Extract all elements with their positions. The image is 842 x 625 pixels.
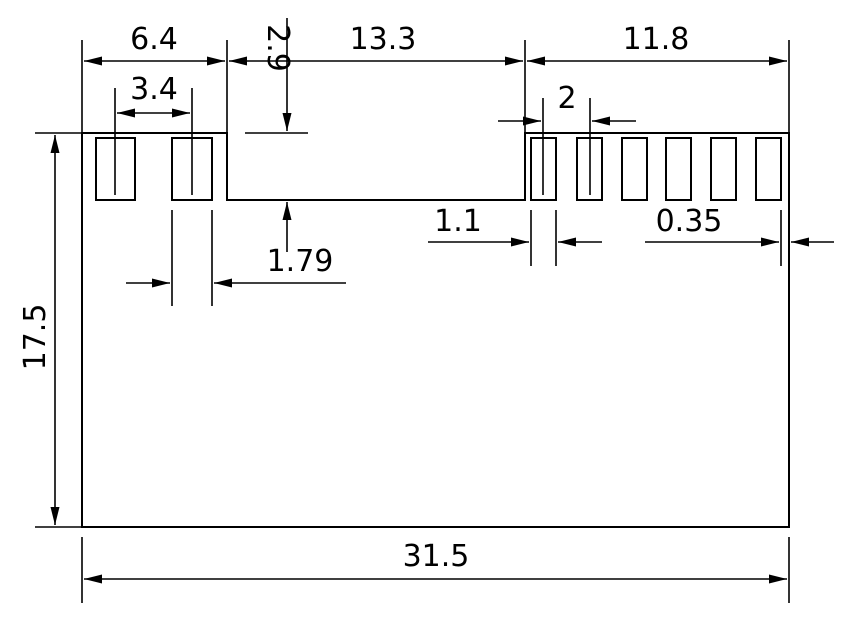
dim-label-1-79: 1.79 — [267, 244, 334, 279]
pad-right-4 — [665, 137, 692, 201]
right-pads — [530, 137, 782, 201]
dim-label-17-5: 17.5 — [18, 304, 53, 371]
dim-notch-bottom-offset: 1.79 — [126, 244, 346, 288]
board-outline — [81, 132, 790, 528]
dim-notch-depth: 2.9 — [260, 18, 295, 252]
pad-right-5 — [710, 137, 737, 201]
dim-label-11-8: 11.8 — [623, 22, 690, 57]
dim-left-pad-pitch: 3.4 — [117, 72, 190, 118]
dim-right-pad-pitch: 2 — [498, 81, 636, 126]
left-pads — [95, 137, 213, 201]
dim-label-0-35: 0.35 — [656, 204, 723, 239]
dim-label-13-3: 13.3 — [350, 22, 417, 57]
dim-label-2-9: 2.9 — [260, 24, 295, 72]
dim-right-pad-group: 11.8 — [527, 22, 787, 66]
dim-label-2: 2 — [557, 81, 576, 116]
pad-right-6 — [755, 137, 782, 201]
dim-board-height: 17.5 — [18, 135, 60, 525]
dim-label-6-4: 6.4 — [130, 22, 178, 57]
dim-board-width: 31.5 — [84, 539, 787, 584]
dim-right-pad-width: 1.1 — [428, 204, 602, 247]
dim-left-pad-group: 6.4 — [84, 22, 225, 66]
dim-label-3-4: 3.4 — [130, 72, 178, 107]
dim-label-31-5: 31.5 — [403, 539, 470, 574]
dim-label-1-1: 1.1 — [434, 204, 482, 239]
dim-notch-width: 13.3 — [229, 22, 523, 66]
extension-lines — [35, 40, 790, 603]
dim-edge-clearance: 0.35 — [645, 204, 834, 247]
pad-right-3 — [621, 137, 648, 201]
